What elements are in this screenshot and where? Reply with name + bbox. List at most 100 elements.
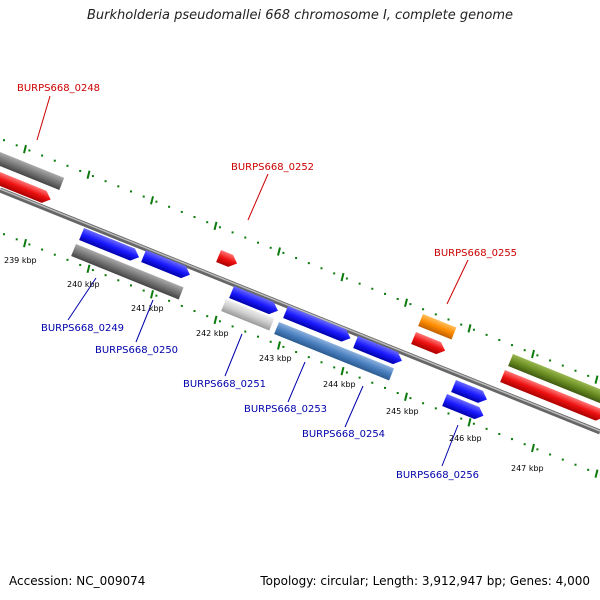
track-dot	[193, 310, 196, 313]
gene-red-long[interactable]	[500, 370, 600, 423]
leader-line	[247, 173, 269, 221]
gene-burps668-0254[interactable]	[353, 336, 404, 367]
leader-line	[441, 424, 459, 467]
track-dot	[384, 386, 386, 389]
track-dot	[511, 438, 513, 441]
track-dot	[485, 427, 488, 430]
track-dot	[142, 195, 145, 198]
track-dot	[295, 351, 298, 354]
track-dot	[295, 257, 298, 260]
track-dot	[333, 366, 336, 369]
accession-label: Accession: NC_009074	[9, 574, 146, 588]
scale-label: 244 kbp	[323, 380, 356, 389]
gene-label-burps668-0250[interactable]: BURPS668_0250	[95, 345, 178, 356]
track-dot	[282, 251, 285, 254]
track-dot	[409, 303, 412, 306]
gene-label-burps668-0251[interactable]: BURPS668_0251	[183, 379, 266, 390]
track-dot	[447, 412, 450, 415]
track-dot	[422, 402, 425, 405]
gene-burps668-0250[interactable]	[71, 244, 184, 300]
gene-burps668-0249[interactable]	[79, 228, 141, 263]
track-dot	[41, 154, 44, 157]
gene-burps668-0256-top[interactable]	[451, 380, 489, 406]
scale-tick	[213, 315, 218, 325]
leader-line	[287, 361, 306, 403]
scale-tracks	[3, 139, 600, 478]
track-dot	[218, 226, 221, 229]
gene-burps668-0255[interactable]	[418, 314, 457, 340]
gene-burps668-0250-blue[interactable]	[141, 250, 192, 281]
track-dot	[396, 392, 399, 395]
scale-tick	[23, 238, 27, 248]
track-dot	[180, 210, 183, 213]
topology-label: Topology: circular; Length: 3,912,947 bp…	[260, 574, 590, 588]
gene-label-burps668-0256[interactable]: BURPS668_0256	[396, 470, 479, 481]
track-dot	[536, 448, 539, 451]
scale-tick	[277, 341, 281, 350]
gene-olive[interactable]	[508, 354, 600, 408]
gene-label-burps668-0253[interactable]: BURPS668_0253	[244, 404, 327, 415]
gene-burps668-0248-gray[interactable]	[0, 148, 65, 190]
gene-burps668-0253-blue[interactable]	[283, 306, 353, 344]
gene-burps668-0251[interactable]	[221, 299, 275, 331]
track-dot	[561, 364, 564, 367]
track-dot	[15, 144, 18, 147]
track-dot	[511, 344, 513, 347]
track-dot	[155, 200, 158, 203]
gene-label-burps668-0249[interactable]: BURPS668_0249	[41, 323, 124, 334]
gene-burps668-0252[interactable]	[216, 250, 239, 270]
gene-burps668-0251-blue[interactable]	[229, 286, 280, 317]
track-dot	[320, 267, 323, 270]
track-dot	[3, 233, 5, 236]
leader-lines	[36, 95, 469, 467]
genome-title: Burkholderia pseudomallei 668 chromosome…	[86, 8, 514, 23]
track-dot	[206, 221, 209, 224]
track-dot	[41, 248, 44, 251]
track-dot	[53, 159, 56, 162]
track-dot	[193, 216, 196, 219]
gene-label-burps668-0252[interactable]: BURPS668_0252	[231, 162, 314, 173]
scale-tick	[340, 366, 345, 376]
track-dot	[231, 231, 234, 234]
gene-burps668-0253[interactable]	[274, 322, 394, 381]
track-dot	[117, 185, 120, 188]
track-dot	[472, 422, 475, 425]
scale-tick	[23, 144, 27, 154]
track-dot	[371, 287, 374, 290]
track-dot	[269, 340, 272, 343]
track-dot	[587, 468, 590, 471]
gene-label-burps668-0254[interactable]: BURPS668_0254	[302, 429, 385, 440]
track-dot	[498, 432, 501, 435]
gene-label-burps668-0255[interactable]: BURPS668_0255	[434, 248, 517, 259]
track-dot	[358, 376, 361, 379]
track-dot	[333, 272, 336, 275]
scale-tick	[594, 469, 599, 478]
track-dot	[244, 330, 247, 333]
track-dot	[345, 277, 348, 280]
track-dot	[409, 397, 412, 400]
track-dot	[447, 318, 450, 321]
scale-label: 243 kbp	[259, 354, 292, 363]
gene-burps668-0256[interactable]	[442, 394, 486, 422]
track-dot	[269, 246, 272, 249]
track-dot	[549, 359, 552, 362]
scale-label: 240 kbp	[67, 280, 100, 289]
track-dot	[206, 315, 209, 318]
scale-tick	[340, 272, 345, 282]
track-dot	[345, 371, 348, 374]
track-dot	[168, 205, 171, 208]
track-dot	[28, 149, 31, 152]
gene-burps668-0248[interactable]	[0, 168, 53, 205]
track-dot	[79, 263, 82, 266]
track-dot	[307, 356, 310, 359]
chromosome-backbone-highlight	[0, 188, 600, 432]
scale-label: 246 kbp	[449, 434, 482, 443]
track-dot	[231, 325, 234, 328]
track-dot	[422, 308, 425, 311]
leader-line	[36, 95, 51, 141]
track-dot	[523, 443, 526, 446]
gene-label-burps668-0248[interactable]: BURPS668_0248	[17, 83, 100, 94]
scale-tick	[467, 418, 472, 427]
gene-burps668-0255-red[interactable]	[411, 332, 447, 357]
